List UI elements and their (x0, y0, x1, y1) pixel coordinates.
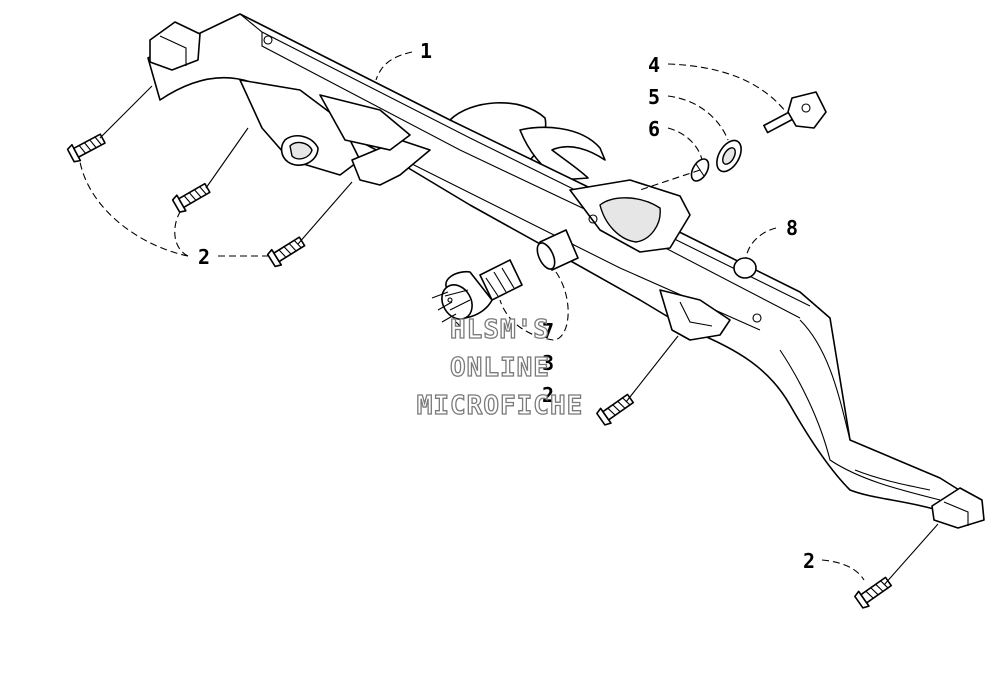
screw-upper-left (66, 133, 106, 163)
watermark-line-3: MICROFICHE (417, 391, 584, 421)
callout-2-left: 2 (198, 245, 210, 269)
key-bezel (716, 139, 742, 173)
switch-sleeve (536, 229, 579, 271)
callout-2-center: 2 (542, 383, 554, 407)
ignition-key (763, 91, 827, 134)
screw-middle-left (171, 182, 211, 213)
screw-center (596, 393, 635, 426)
watermark-line-1: HLSM'S (450, 315, 550, 345)
attachment-lines (99, 85, 939, 586)
leader-lines (79, 51, 865, 581)
callout-5: 5 (648, 85, 660, 109)
callout-4: 4 (648, 53, 660, 77)
callout-2-bottom: 2 (803, 549, 815, 573)
screw-lower-left (266, 236, 306, 268)
watermark: HLSM'S ONLINE MICROFICHE (416, 314, 584, 421)
callout-1: 1 (420, 39, 432, 63)
console-housing (147, 13, 985, 529)
callout-6: 6 (648, 117, 660, 141)
screw-bottom-right (854, 576, 893, 609)
callout-7: 7 (542, 319, 554, 343)
callout-3: 3 (542, 351, 554, 375)
callout-8: 8 (786, 216, 798, 240)
hole-plug (733, 257, 757, 279)
ignition-switch (431, 259, 523, 331)
watermark-line-2: ONLINE (450, 353, 550, 383)
